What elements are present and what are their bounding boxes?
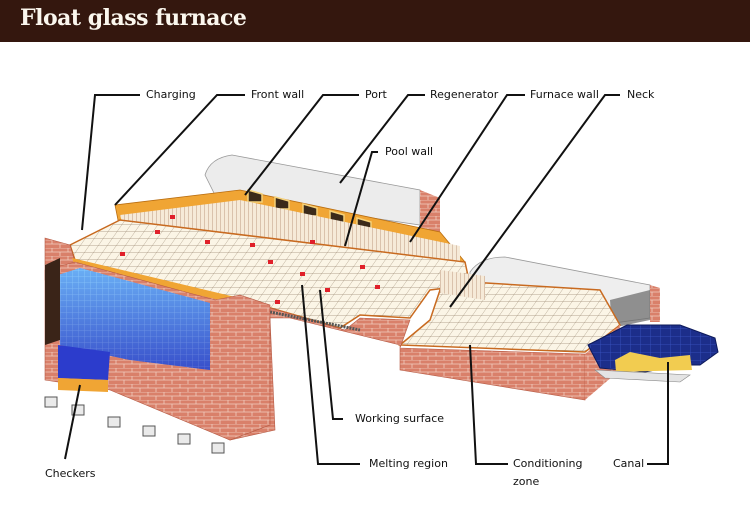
leader-checkers [64,384,81,460]
leader-lines [64,94,669,465]
label-pool-wall: Pool wall [385,145,434,158]
label-conditioning-zone-line2: zone [513,475,540,488]
label-working-surface: Working surface [355,412,445,425]
label-front-wall: Front wall [251,88,305,101]
label-neck: Neck [627,88,655,101]
leader-working-surface [319,289,343,420]
leader-furnace-wall [409,94,525,243]
header-bar: Float glass furnace [0,0,750,42]
label-checkers: Checkers [45,467,96,480]
label-melting-region: Melting region [369,457,448,470]
neck-wall [440,270,485,300]
pool-wall [120,200,460,262]
leader-canal [647,362,669,465]
conditioning-floor [398,281,621,353]
leader-melting-region [301,284,360,465]
label-regenerator: Regenerator [430,88,499,101]
front-insulation [72,258,262,310]
label-canal: Canal [613,457,645,470]
leader-regenerator [339,94,425,184]
leader-neck [449,94,620,308]
label-furnace-wall: Furnace wall [530,88,599,101]
leader-port [244,94,359,196]
burner-grate [269,310,361,332]
page-title: Float glass furnace [20,5,247,31]
red-markers [120,215,380,304]
label-charging: Charging [146,88,196,101]
label-conditioning-zone-line1: Conditioning [513,457,583,470]
label-port: Port [365,88,387,101]
checkers-pack [45,258,210,392]
flue-openings [44,396,225,454]
leader-charging [81,94,140,231]
leader-pool-wall [344,151,378,247]
port-openings [247,189,372,231]
leader-front-wall [114,94,245,206]
leader-conditioning [469,344,508,465]
canal-body [587,324,719,383]
